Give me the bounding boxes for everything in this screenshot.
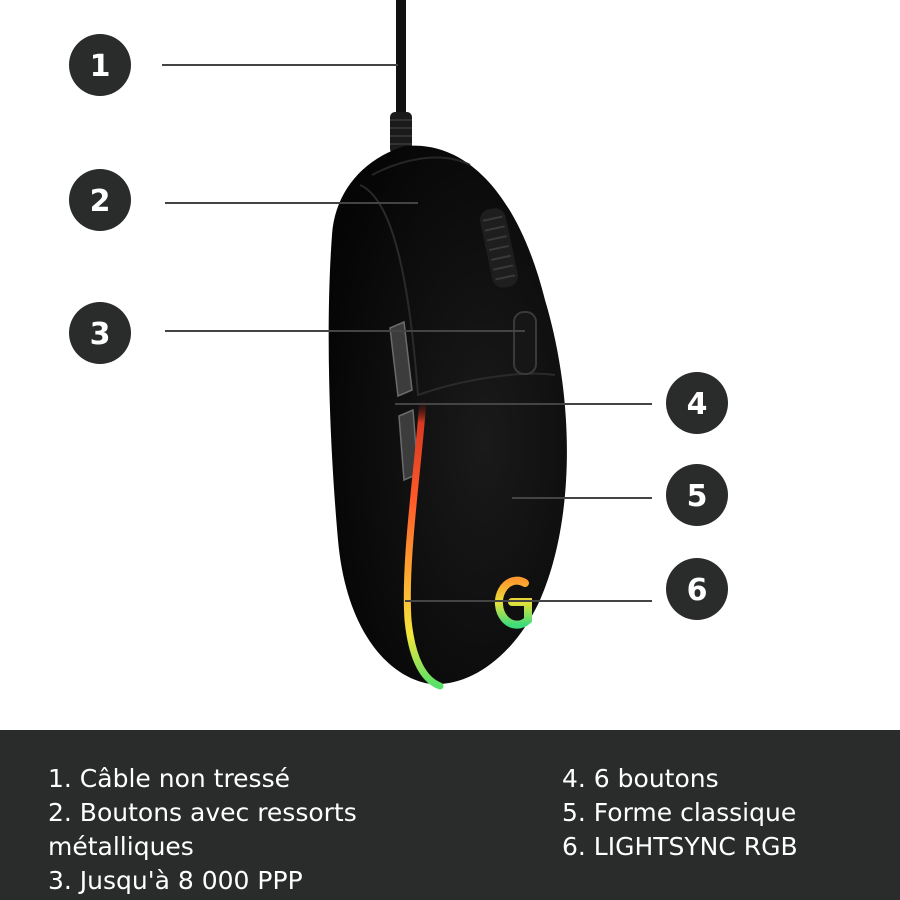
callout-badge-4: 4 [666, 372, 728, 434]
legend-item-4: 4. 6 boutons [562, 764, 719, 793]
strain-relief-ribs [390, 119, 412, 145]
legend-column-right: 4. 6 boutons 5. Forme classique 6. LIGHT… [562, 762, 882, 864]
callout-badge-2: 2 [69, 169, 131, 231]
left-button-edge [371, 156, 471, 176]
callout-number: 4 [687, 387, 708, 422]
lightsync-strip [403, 396, 444, 690]
callout-number: 2 [90, 184, 111, 219]
legend-item-2: 2. Boutons avec ressorts métalliques [48, 798, 357, 861]
button-seam [359, 184, 556, 397]
callout-badge-1: 1 [69, 34, 131, 96]
side-button-forward [389, 320, 413, 398]
callout-number: 6 [687, 573, 708, 608]
callout-number: 5 [687, 479, 708, 514]
dpi-button [513, 311, 537, 375]
legend-item-5: 5. Forme classique [562, 798, 797, 827]
callout-badge-5: 5 [666, 464, 728, 526]
legend-item-6: 6. LIGHTSYNC RGB [562, 832, 798, 861]
callout-number: 1 [90, 49, 111, 84]
legend-item-1: 1. Câble non tressé [48, 764, 290, 793]
feature-legend: 1. Câble non tressé 2. Boutons avec ress… [0, 730, 900, 900]
scroll-wheel-grip [482, 215, 516, 281]
callout-badge-6: 6 [666, 558, 728, 620]
mouse-cable [396, 0, 406, 120]
g-logo-icon [494, 576, 532, 629]
mouse-illustration: 1 2 3 4 5 6 [69, 0, 728, 690]
callout-number: 3 [90, 317, 111, 352]
legend-item-3: 3. Jusqu'à 8 000 PPP [48, 866, 303, 895]
legend-column-left: 1. Câble non tressé 2. Boutons avec ress… [48, 762, 448, 898]
callout-badge-3: 3 [69, 302, 131, 364]
